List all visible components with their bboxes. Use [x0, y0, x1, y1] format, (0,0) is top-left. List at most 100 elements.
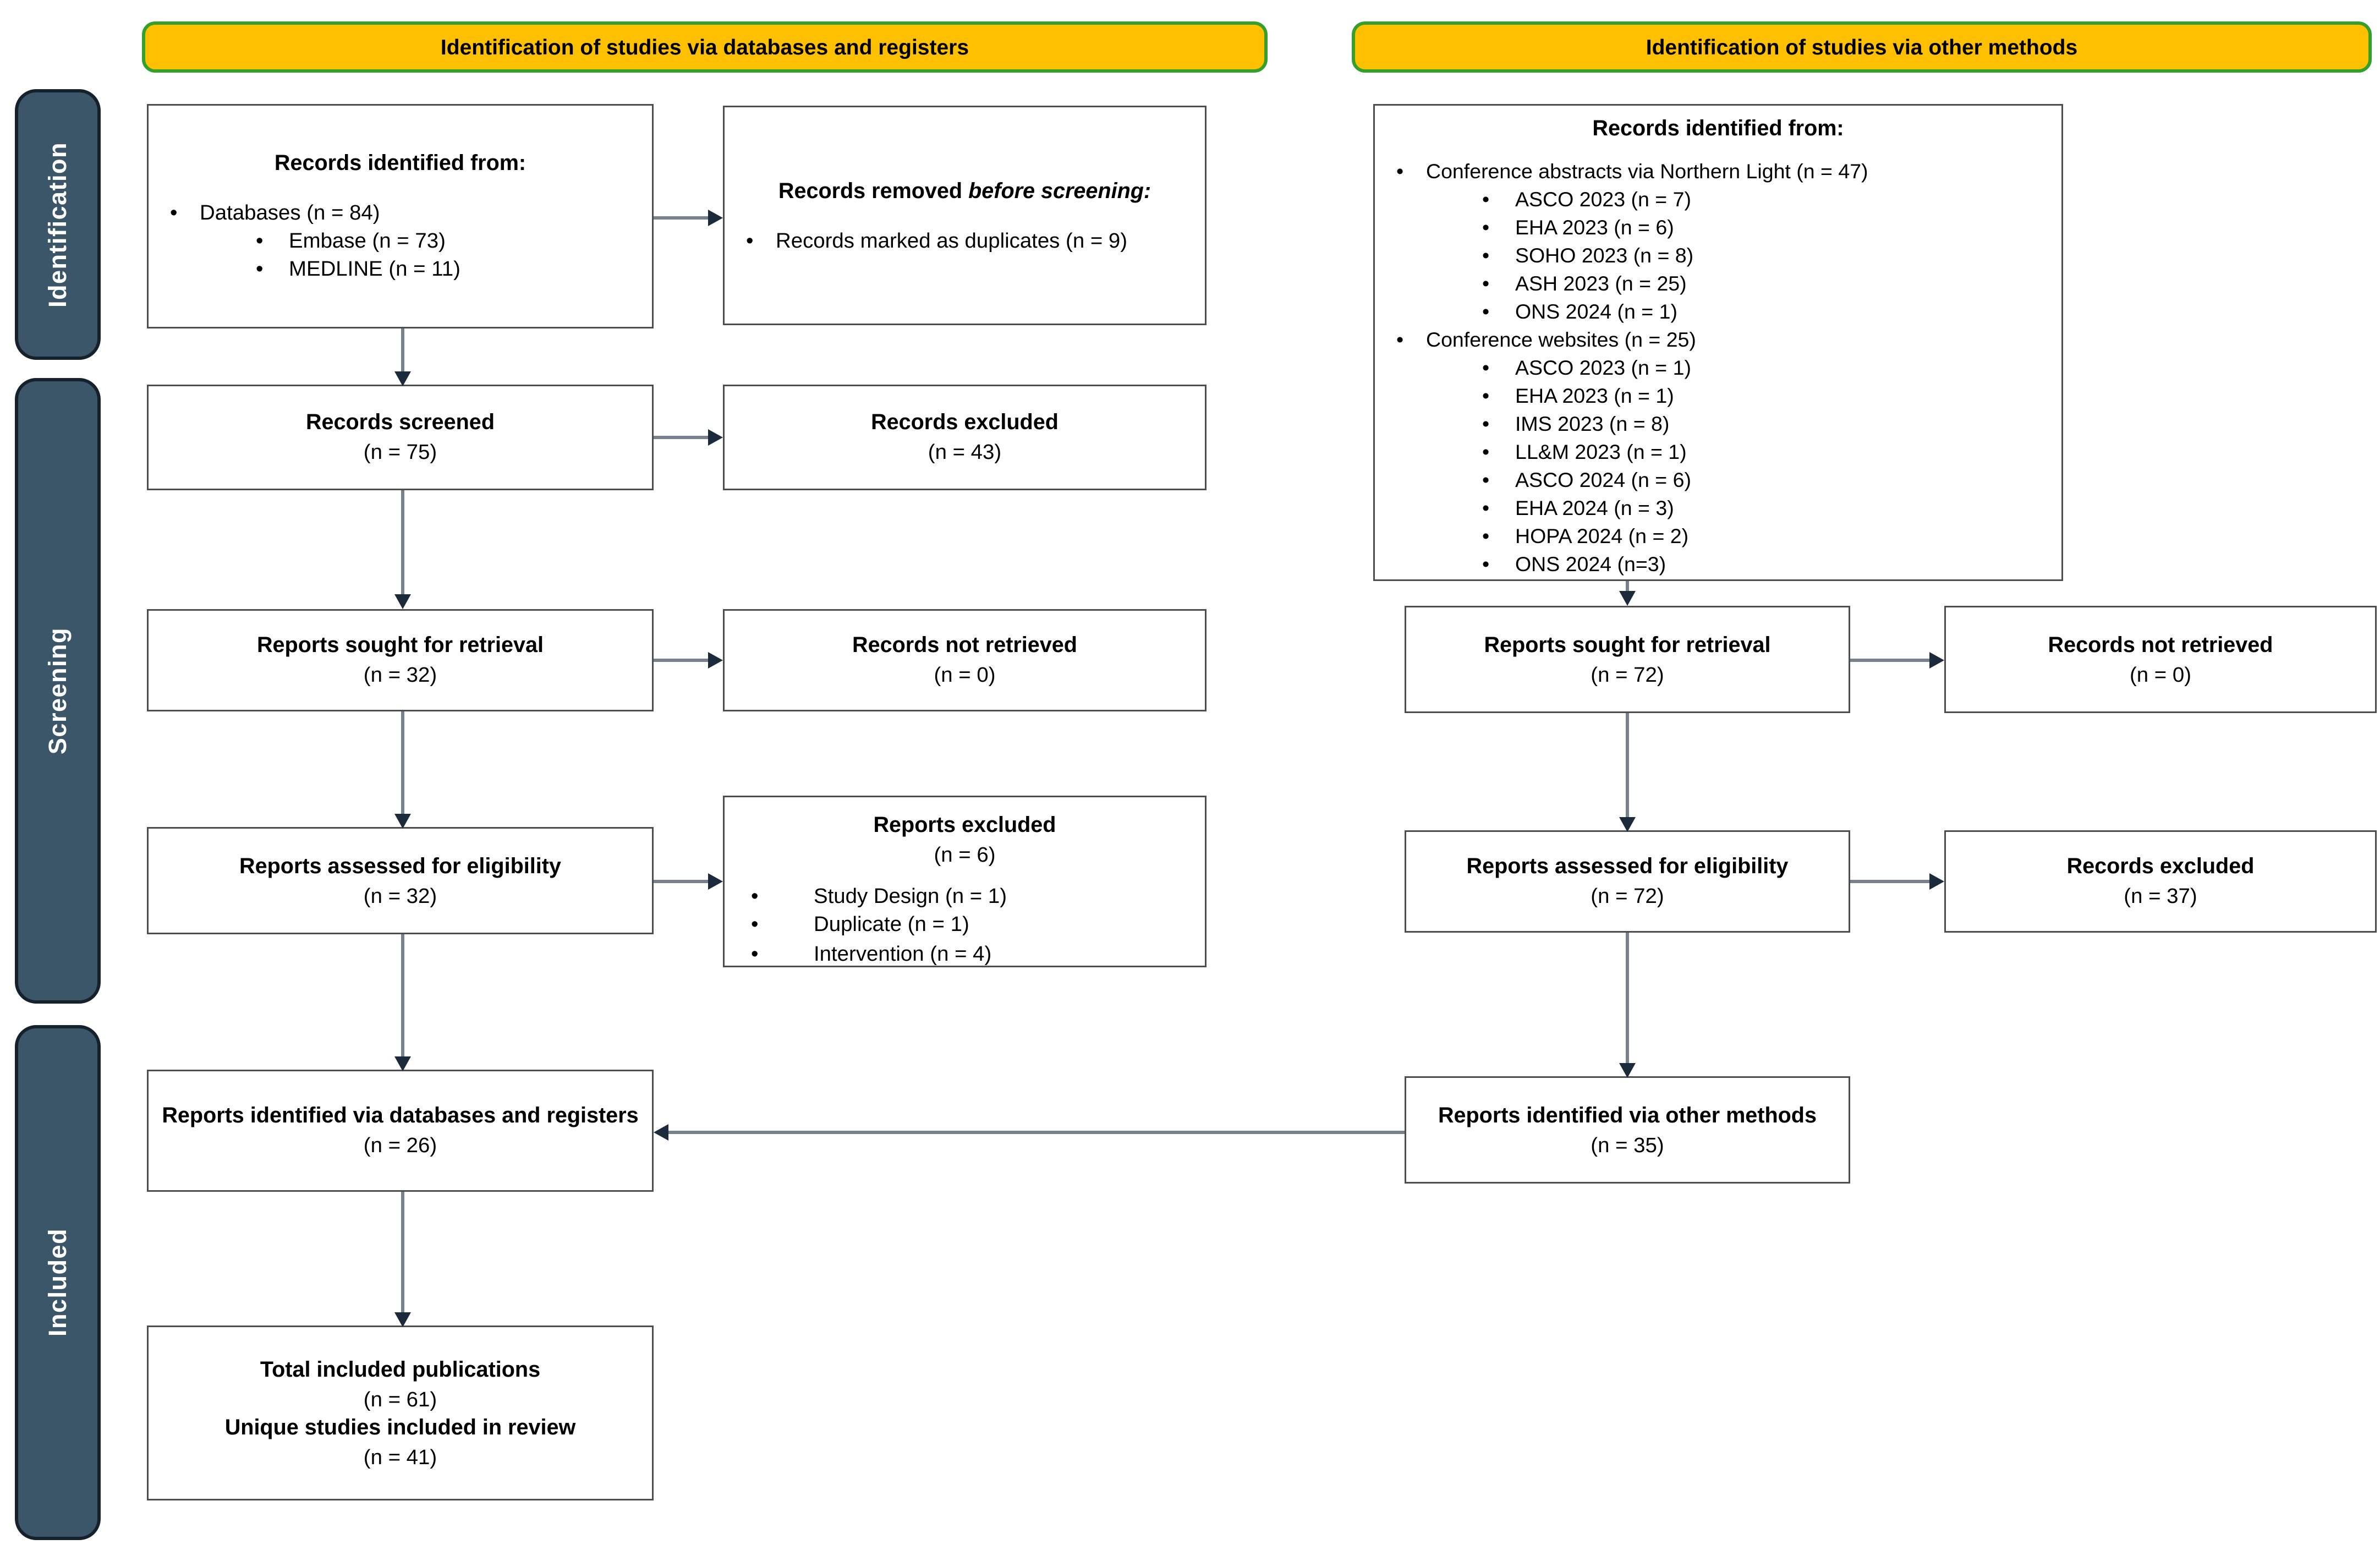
list-item: • Study Design (n = 1): [751, 881, 1205, 910]
reports-identified-db-count: (n = 26): [363, 1132, 437, 1158]
list-item: • Conference websites (n = 25): [1396, 327, 2061, 355]
list-item: • EHA 2023 (n = 6): [1482, 215, 2061, 243]
total-included-count: (n = 61): [363, 1386, 437, 1411]
records-removed-heading-italic: before screening:: [968, 178, 1151, 203]
box-reports-sought-db: Reports sought for retrieval (n = 32): [147, 609, 654, 711]
bullet-icon: •: [1482, 244, 1490, 267]
list-item: • Databases (n = 84): [170, 198, 652, 226]
box-records-not-retrieved-other: Records not retrieved (n = 0): [1944, 606, 2377, 713]
stage-included-label: Included: [43, 1228, 72, 1337]
list-item: • ONS 2024 (n=3): [1482, 551, 2061, 579]
arrow-other-sought-to-notretrieved: [1850, 659, 1933, 662]
excluded-reason-intervention: Intervention (n = 4): [814, 940, 992, 965]
abstract-ash-2023: ASH 2023 (n = 25): [1515, 272, 1687, 295]
arrow-db-screened-to-excluded: [654, 436, 711, 439]
reports-sought-other-title: Reports sought for retrieval: [1484, 632, 1771, 657]
arrowhead-down-icon: [394, 594, 411, 609]
list-item: • SOHO 2023 (n = 8): [1482, 243, 2061, 271]
bullet-icon: •: [1482, 440, 1490, 464]
arrow-other-to-db-reports: [667, 1131, 1405, 1134]
reports-identified-other-title: Reports identified via other methods: [1438, 1102, 1817, 1127]
box-records-excluded-other: Records excluded (n = 37): [1944, 830, 2377, 933]
records-excluded-title: Records excluded: [871, 410, 1059, 435]
reports-excluded-title: Reports excluded: [873, 812, 1056, 837]
banner-databases-registers: Identification of studies via databases …: [142, 21, 1268, 73]
not-retrieved-db-count: (n = 0): [934, 662, 996, 687]
bullet-icon: •: [256, 228, 264, 253]
stage-identification-label: Identification: [43, 141, 72, 308]
arrowhead-right-icon: [708, 210, 723, 226]
list-item: •HOPA 2024 (n = 2): [1482, 523, 2061, 551]
box-reports-assessed-db: Reports assessed for eligibility (n = 32…: [147, 827, 654, 934]
box-records-identified-other: Records identified from: • Conference ab…: [1373, 104, 2063, 581]
records-excluded-other-title: Records excluded: [2066, 854, 2255, 879]
stage-screening-label: Screening: [43, 627, 72, 755]
arrowhead-down-icon: [394, 371, 411, 386]
reports-assessed-other-count: (n = 72): [1591, 883, 1664, 908]
list-item: •IMS 2023 (n = 8): [1482, 411, 2061, 439]
website-eha-2024: EHA 2024 (n = 3): [1515, 496, 1674, 520]
box-records-screened: Records screened (n = 75): [147, 385, 654, 490]
arrow-db-sought-to-notretrieved: [654, 659, 711, 662]
website-asco-2023: ASCO 2023 (n = 1): [1515, 356, 1691, 380]
arrow-db-identified-to-total: [401, 1192, 404, 1314]
list-item: • Embase (n = 73): [256, 226, 652, 255]
records-screened-title: Records screened: [305, 410, 495, 435]
bullet-icon: •: [751, 883, 759, 908]
banner-other-label: Identification of studies via other meth…: [1646, 35, 2078, 59]
box-total-included: Total included publications (n = 61) Uni…: [147, 1326, 654, 1500]
medline-count: MEDLINE (n = 11): [289, 256, 460, 282]
databases-count: Databases (n = 84): [200, 199, 380, 224]
reports-sought-other-count: (n = 72): [1591, 661, 1664, 687]
arrowhead-right-icon: [708, 652, 723, 669]
website-ons-2024: ONS 2024 (n=3): [1515, 552, 1666, 576]
arrowhead-down-icon: [1619, 817, 1636, 832]
reports-assessed-db-count: (n = 32): [363, 883, 437, 908]
conference-abstracts-count: Conference abstracts via Northern Light …: [1426, 160, 1868, 183]
website-hopa-2024: HOPA 2024 (n = 2): [1515, 524, 1689, 548]
bullet-icon: •: [170, 199, 178, 224]
box-reports-assessed-other: Reports assessed for eligibility (n = 72…: [1405, 830, 1850, 933]
abstract-eha-2023: EHA 2023 (n = 6): [1515, 216, 1674, 239]
bullet-icon: •: [1482, 216, 1490, 239]
records-excluded-count: (n = 43): [928, 439, 1002, 464]
reports-assessed-db-title: Reports assessed for eligibility: [239, 853, 561, 878]
bullet-icon: •: [1482, 468, 1490, 492]
arrow-db-assessed-to-excluded: [654, 880, 711, 883]
banner-databases-label: Identification of studies via databases …: [440, 35, 969, 59]
not-retrieved-other-title: Records not retrieved: [2048, 632, 2273, 657]
bullet-icon: •: [1482, 384, 1490, 408]
arrow-db-assessed-to-identified: [401, 934, 404, 1058]
arrow-db-screened-to-sought: [401, 490, 404, 596]
bullet-icon: •: [256, 256, 264, 282]
abstract-asco-2023: ASCO 2023 (n = 7): [1515, 188, 1691, 211]
list-item: • EHA 2024 (n = 3): [1482, 495, 2061, 523]
records-excluded-other-count: (n = 37): [2124, 883, 2197, 908]
box-reports-identified-db: Reports identified via databases and reg…: [147, 1070, 654, 1192]
box-reports-excluded-db: Reports excluded (n = 6) • Study Design …: [723, 796, 1207, 967]
stage-included: Included: [15, 1025, 101, 1540]
records-removed-heading: Records removed before screening:: [725, 177, 1205, 206]
records-identified-heading: Records identified from:: [274, 150, 527, 175]
bullet-icon: •: [1482, 552, 1490, 576]
abstract-soho-2023: SOHO 2023 (n = 8): [1515, 244, 1694, 267]
arrowhead-right-icon: [708, 429, 723, 446]
box-records-not-retrieved-db: Records not retrieved (n = 0): [723, 609, 1207, 711]
bullet-icon: •: [1482, 272, 1490, 295]
list-item: •ASCO 2023 (n = 7): [1482, 187, 2061, 215]
unique-studies-count: (n = 41): [363, 1444, 437, 1469]
bullet-icon: •: [1482, 496, 1490, 520]
embase-count: Embase (n = 73): [289, 228, 446, 253]
reports-sought-db-title: Reports sought for retrieval: [256, 633, 544, 658]
arrow-other-sought-to-assessed: [1626, 713, 1629, 819]
stage-identification: Identification: [15, 89, 101, 360]
bullet-icon: •: [1482, 356, 1490, 380]
website-ims-2023: IMS 2023 (n = 8): [1515, 412, 1670, 436]
arrow-db-identified-to-screened: [401, 328, 404, 373]
unique-studies-title: Unique studies included in review: [224, 1415, 576, 1439]
total-included-title: Total included publications: [260, 1356, 541, 1382]
arrowhead-left-icon: [654, 1124, 668, 1141]
box-records-excluded-screening: Records excluded (n = 43): [723, 385, 1207, 490]
stage-screening: Screening: [15, 378, 101, 1004]
